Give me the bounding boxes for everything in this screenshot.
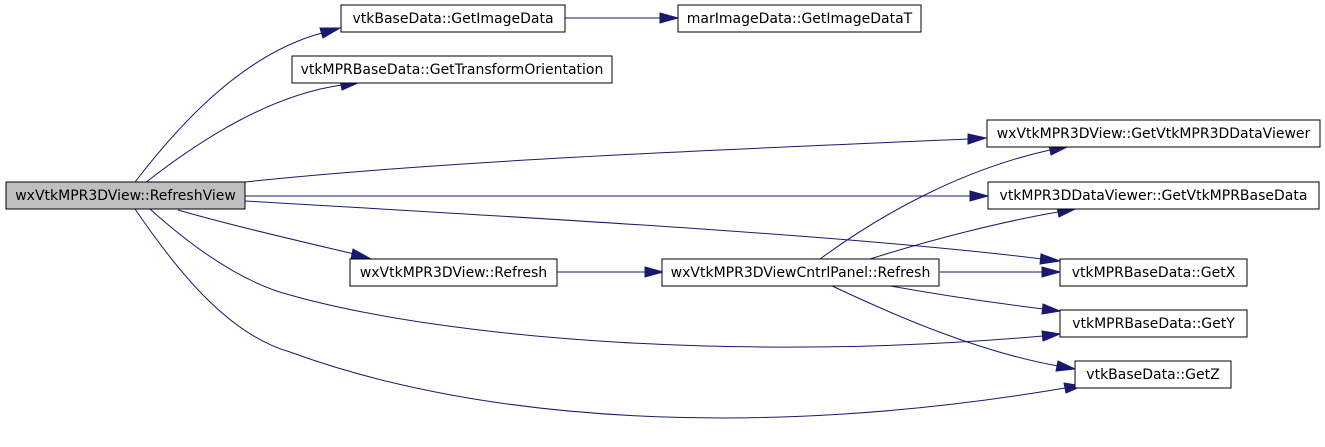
edge-cntrlpanelrefresh-to-getz — [829, 284, 1077, 372]
node-refresh[interactable]: wxVtkMPR3DView::Refresh — [349, 258, 558, 287]
edge-cntrlpanelrefresh-to-getx — [940, 266, 1062, 278]
node-refreshview-label: wxVtkMPR3DView::RefreshView — [15, 188, 236, 204]
node-gettransformorientation-label: vtkMPRBaseData::GetTransformOrientation — [301, 62, 604, 78]
node-getx-label: vtkMPRBaseData::GetX — [1072, 265, 1236, 281]
node-gety-label: vtkMPRBaseData::GetY — [1072, 316, 1235, 332]
node-gettransformorientation[interactable]: vtkMPRBaseData::GetTransformOrientation — [291, 55, 613, 84]
node-refresh-label: wxVtkMPR3DView::Refresh — [360, 265, 547, 281]
edge-refreshview-to-gety — [149, 208, 1062, 348]
edge-refreshview-to-getx — [244, 200, 1061, 265]
node-getimagedata[interactable]: vtkBaseData::GetImageData — [340, 4, 566, 33]
edge-refresh-to-cntrlpanelrefresh — [557, 266, 665, 278]
node-getx[interactable]: vtkMPRBaseData::GetX — [1059, 258, 1248, 287]
node-getvtkmprbasedata[interactable]: vtkMPR3DDataViewer::GetVtkMPRBaseData — [987, 181, 1320, 210]
edge-refreshview-to-refresh — [177, 209, 373, 260]
edge-refreshview-to-getvtkmprbasedata — [245, 190, 990, 202]
edge-cntrlpanelrefresh-to-gety — [884, 284, 1062, 315]
node-cntrlpanelrefresh-label: wxVtkMPR3DViewCntrlPanel::Refresh — [671, 265, 931, 281]
node-getvtkmprbasedata-label: vtkMPR3DDataViewer::GetVtkMPRBaseData — [1000, 188, 1308, 204]
node-cntrlpanelrefresh[interactable]: wxVtkMPR3DViewCntrlPanel::Refresh — [661, 258, 940, 287]
node-refreshview[interactable]: wxVtkMPR3DView::RefreshView — [5, 181, 246, 210]
node-getz-label: vtkBaseData::GetZ — [1086, 367, 1219, 383]
node-getvtkmpr3ddataviewer[interactable]: wxVtkMPR3DView::GetVtkMPR3DDataViewer — [986, 119, 1321, 148]
edge-refreshview-to-getz — [134, 208, 1084, 419]
edge-refreshview-to-getvtkmpr3ddataviewer — [244, 133, 988, 183]
node-getimagedatat-label: marImageData::GetImageDataT — [687, 11, 913, 27]
node-getimagedata-label: vtkBaseData::GetImageData — [352, 11, 553, 27]
node-getvtkmpr3ddataviewer-label: wxVtkMPR3DView::GetVtkMPR3DDataViewer — [997, 126, 1311, 142]
node-getimagedatat[interactable]: marImageData::GetImageDataT — [677, 4, 922, 33]
node-getz[interactable]: vtkBaseData::GetZ — [1074, 360, 1232, 389]
edge-getimagedata-to-getimagedatat — [565, 12, 680, 24]
edge-refreshview-to-getimagedata — [134, 27, 342, 183]
node-gety[interactable]: vtkMPRBaseData::GetY — [1059, 309, 1248, 338]
